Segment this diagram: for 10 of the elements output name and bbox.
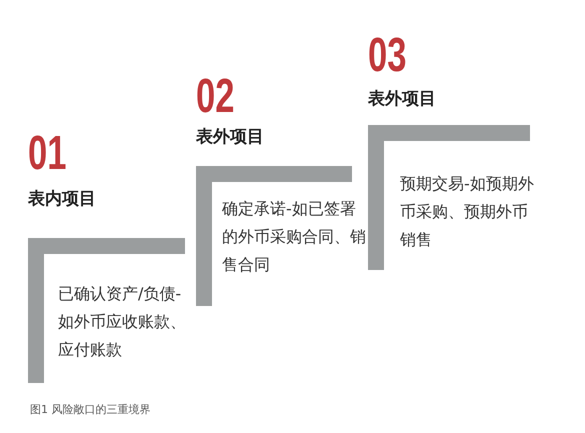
- step-number: 01: [28, 130, 66, 178]
- figure-caption: 图1 风险敞口的三重境界: [30, 402, 150, 417]
- step-description: 已确认资产/负债-如外币应收账款、应付账款: [58, 283, 187, 361]
- step-number: 02: [196, 73, 234, 121]
- step-description: 确定承诺-如已签署的外币采购合同、销售合同: [222, 198, 367, 276]
- step-description: 预期交易-如预期外币采购、预期外币销售: [400, 173, 535, 251]
- step-heading: 表外项目: [368, 88, 436, 110]
- step-heading: 表外项目: [196, 126, 264, 148]
- step-heading: 表内项目: [28, 188, 96, 210]
- step-number: 03: [368, 32, 406, 80]
